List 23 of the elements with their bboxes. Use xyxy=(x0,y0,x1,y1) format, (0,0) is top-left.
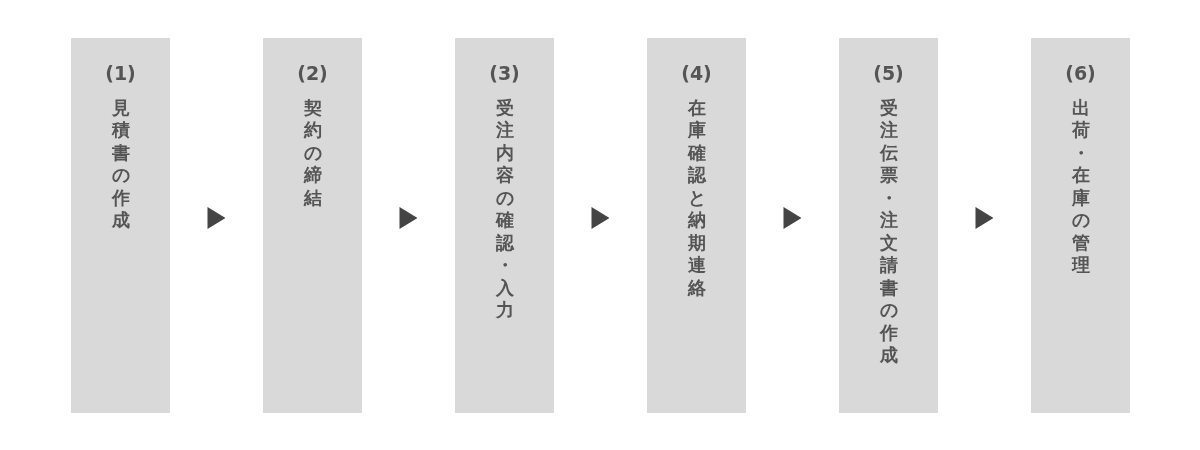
step-label: 出荷・在庫の管理 xyxy=(1071,96,1090,277)
step-box xyxy=(263,38,362,413)
step-label: 在庫確認と納期連絡 xyxy=(687,96,706,300)
step-number: (1) xyxy=(105,62,136,85)
step-box xyxy=(71,38,170,413)
arrow xyxy=(783,207,802,229)
step-box xyxy=(455,38,554,413)
arrow xyxy=(975,207,994,229)
step-box xyxy=(839,38,938,413)
step-label: 受注内容の確認・入力 xyxy=(495,96,514,322)
step-label: 受注伝票・注文請書の作成 xyxy=(879,96,898,367)
step-number: (6) xyxy=(1065,62,1096,85)
arrow xyxy=(207,207,226,229)
arrow xyxy=(591,207,610,229)
step-box xyxy=(647,38,746,413)
step-number: (5) xyxy=(873,62,904,85)
step-box xyxy=(1031,38,1130,413)
step-number: (4) xyxy=(681,62,712,85)
step-label: 契約の締結 xyxy=(303,96,322,210)
arrow xyxy=(399,207,418,229)
step-label: 見積書の作成 xyxy=(111,96,130,232)
step-number: (3) xyxy=(489,62,520,85)
step-number: (2) xyxy=(297,62,328,85)
